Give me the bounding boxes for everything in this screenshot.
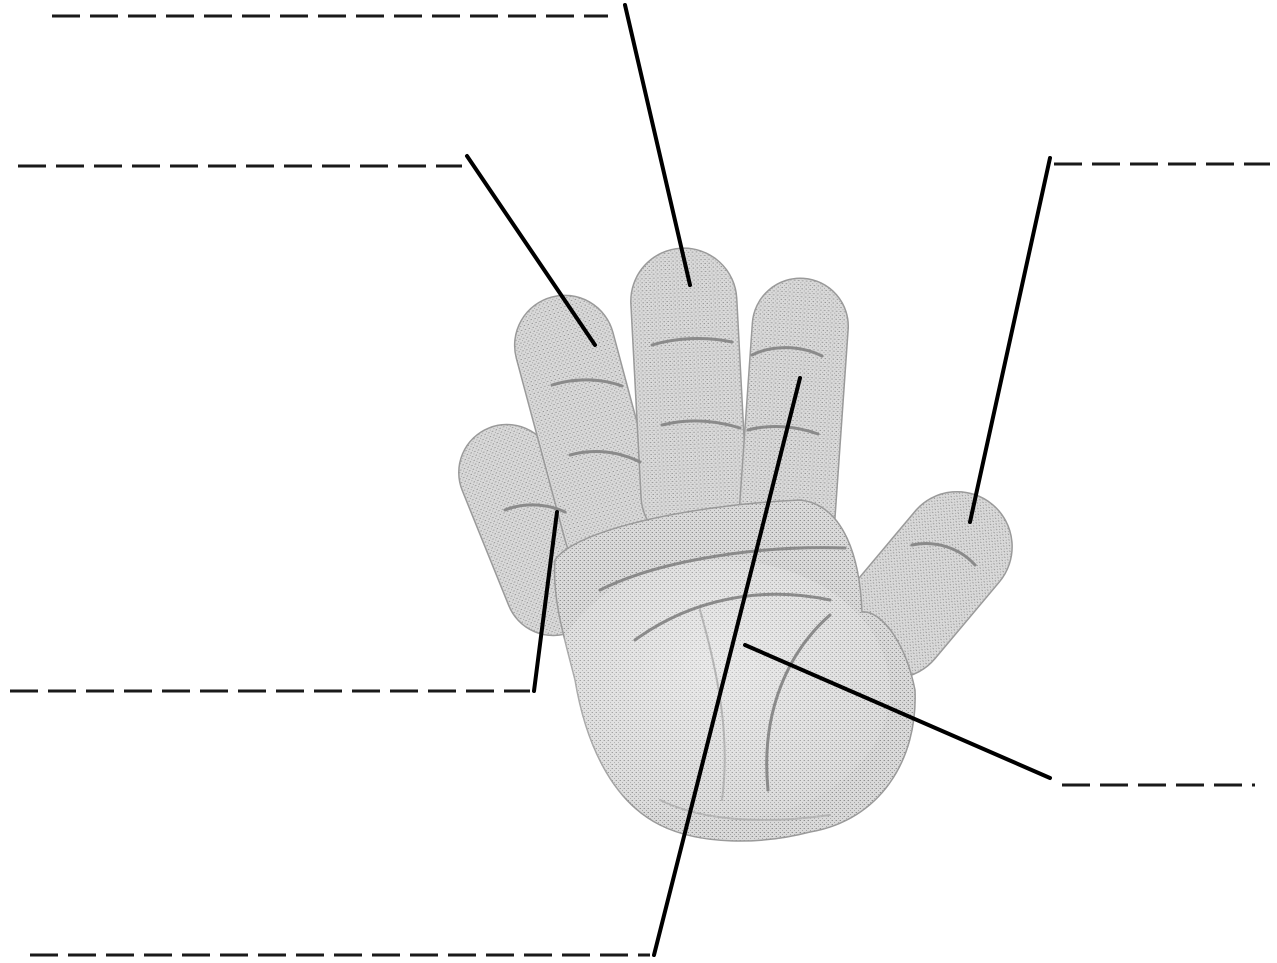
- crease: [550, 378, 624, 388]
- leader-line-ring-finger: [652, 376, 802, 957]
- leader-line-middle-finger: [623, 3, 692, 287]
- heart-line: [598, 546, 847, 592]
- crease: [660, 419, 742, 430]
- crease: [746, 425, 820, 436]
- leader-line-palm: [743, 643, 1052, 780]
- crease: [503, 503, 567, 514]
- crease: [650, 336, 734, 347]
- hand-illustration: [458, 247, 1013, 842]
- label-blanks: [10, 14, 1270, 957]
- fate-line: [699, 609, 726, 801]
- crease: [750, 346, 824, 358]
- leader-line-little-finger: [532, 510, 559, 693]
- crease: [568, 449, 642, 464]
- crease: [910, 542, 977, 567]
- head-line: [633, 592, 832, 642]
- life-line: [765, 613, 832, 792]
- leader-lines: [465, 3, 1052, 957]
- leader-line-index-finger: [465, 154, 597, 347]
- wrist-crease: [659, 799, 831, 821]
- leader-line-thumb: [968, 156, 1052, 524]
